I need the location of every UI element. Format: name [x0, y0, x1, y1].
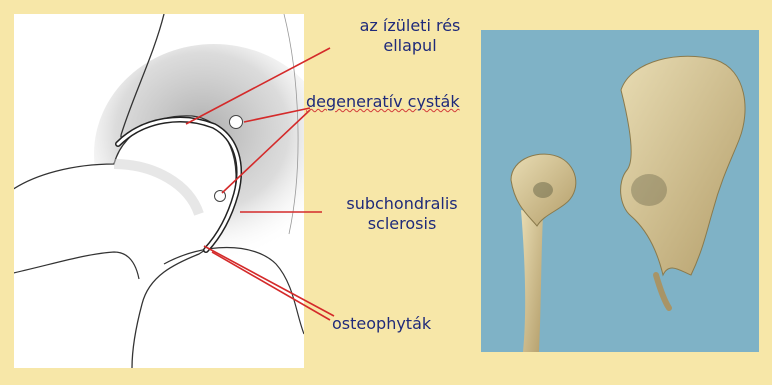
label-osteophytes: osteophyták — [332, 314, 431, 334]
femur-outline — [14, 116, 236, 368]
cyst-upper — [230, 116, 243, 129]
bone-specimen-illustration — [481, 30, 759, 352]
cyst-lower — [215, 191, 226, 202]
bone-specimen-photo — [481, 30, 759, 352]
label-joint-space: az ízületi rés ellapul — [350, 16, 470, 56]
acetabulum — [631, 174, 667, 206]
label-sclerosis-line2: sclerosis — [342, 214, 462, 234]
label-sclerosis-line1: subchondralis — [342, 194, 462, 214]
hip-joint-drawing — [14, 14, 304, 368]
label-joint-space-line2: ellapul — [350, 36, 470, 56]
label-sclerosis: subchondralis sclerosis — [342, 194, 462, 234]
femoral-head-osteophyte — [533, 182, 553, 198]
label-joint-space-line1: az ízületi rés — [350, 16, 470, 36]
label-cysts: degeneratív cysták — [306, 92, 460, 112]
hip-joint-drawing-panel — [14, 14, 304, 368]
